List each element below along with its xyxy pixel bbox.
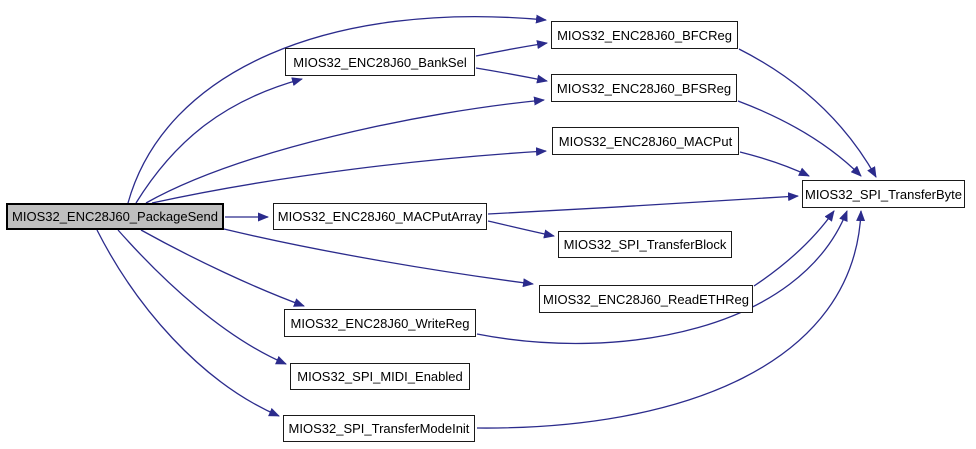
node-mios32-spi-transfer-byte[interactable]: MIOS32_SPI_TransferByte [802,180,965,208]
edge-bfc-reg-to-transfer-byte [738,48,877,178]
node-mios32-enc28j60-bfs-reg[interactable]: MIOS32_ENC28J60_BFSReg [551,74,737,102]
node-mios32-spi-transfer-block[interactable]: MIOS32_SPI_TransferBlock [558,231,732,258]
edge-package-send-to-bank-sel [135,77,303,204]
edge-bfs-reg-to-transfer-byte [737,100,862,177]
node-mios32-spi-midi-enabled[interactable]: MIOS32_SPI_MIDI_Enabled [290,363,470,390]
node-mios32-enc28j60-mac-put[interactable]: MIOS32_ENC28J60_MACPut [552,127,739,155]
edge-mac-put-array-to-transfer-byte [487,192,799,215]
edge-bank-sel-to-bfs-reg [475,67,548,84]
edge-mode-init-to-transfer-byte [476,210,866,429]
node-mios32-spi-transfer-mode-init[interactable]: MIOS32_SPI_TransferModeInit [283,415,475,442]
edge-mac-put-to-transfer-byte [739,151,810,177]
edge-package-send-to-mode-init [96,229,280,417]
edge-bank-sel-to-bfc-reg [475,40,548,57]
edge-package-send-to-bfc-reg [127,14,547,204]
node-mios32-enc28j60-package-send[interactable]: MIOS32_ENC28J60_PackageSend [6,203,224,230]
node-mios32-enc28j60-write-reg[interactable]: MIOS32_ENC28J60_WriteReg [284,309,476,337]
edge-write-reg-to-transfer-byte [476,210,848,345]
node-mios32-enc28j60-mac-put-array[interactable]: MIOS32_ENC28J60_MACPutArray [273,203,487,230]
edge-package-send-to-mac-put [151,147,547,204]
node-mios32-enc28j60-bank-sel[interactable]: MIOS32_ENC28J60_BankSel [285,48,475,76]
edge-mac-put-array-to-transfer-block [487,220,555,239]
node-mios32-enc28j60-read-eth-reg[interactable]: MIOS32_ENC28J60_ReadETHReg [539,285,753,313]
edge-package-send-to-read-eth-reg [223,228,534,288]
edge-package-send-to-midi-enabled [117,229,287,365]
edge-package-send-to-write-reg [140,229,305,307]
edge-read-eth-reg-to-transfer-byte [753,210,835,287]
edge-package-send-to-bfs-reg [145,96,545,204]
node-mios32-enc28j60-bfc-reg[interactable]: MIOS32_ENC28J60_BFCReg [551,21,738,49]
